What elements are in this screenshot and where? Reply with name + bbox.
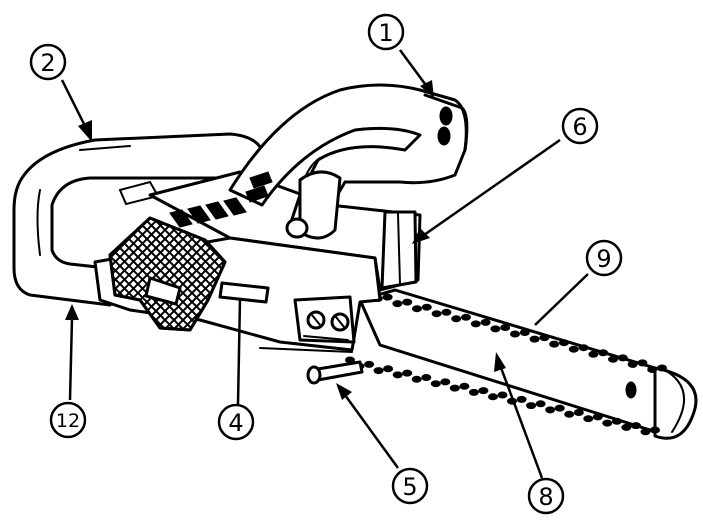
- callout-6-label: 6: [572, 113, 587, 141]
- saw-chain-lower: [345, 356, 660, 436]
- callout-1: 1: [367, 13, 434, 98]
- callout-1-label: 1: [378, 19, 393, 47]
- callout-9-label: 9: [596, 245, 611, 273]
- callout-2-label: 2: [40, 49, 55, 77]
- callout-12-label: 12: [56, 410, 80, 432]
- callout-12: 12: [49, 304, 87, 439]
- callout-5: 5: [336, 383, 429, 505]
- callout-4-label: 4: [228, 409, 243, 437]
- callout-5-label: 5: [402, 473, 417, 501]
- guide-bar: [358, 288, 698, 440]
- callout-6: 6: [412, 107, 599, 244]
- callout-2: 2: [29, 43, 92, 142]
- callout-9: 9: [534, 239, 623, 326]
- callout-4: 4: [217, 297, 255, 441]
- front-handle: [228, 83, 469, 240]
- callout-8: 8: [494, 352, 565, 515]
- callout-8-label: 8: [538, 483, 553, 511]
